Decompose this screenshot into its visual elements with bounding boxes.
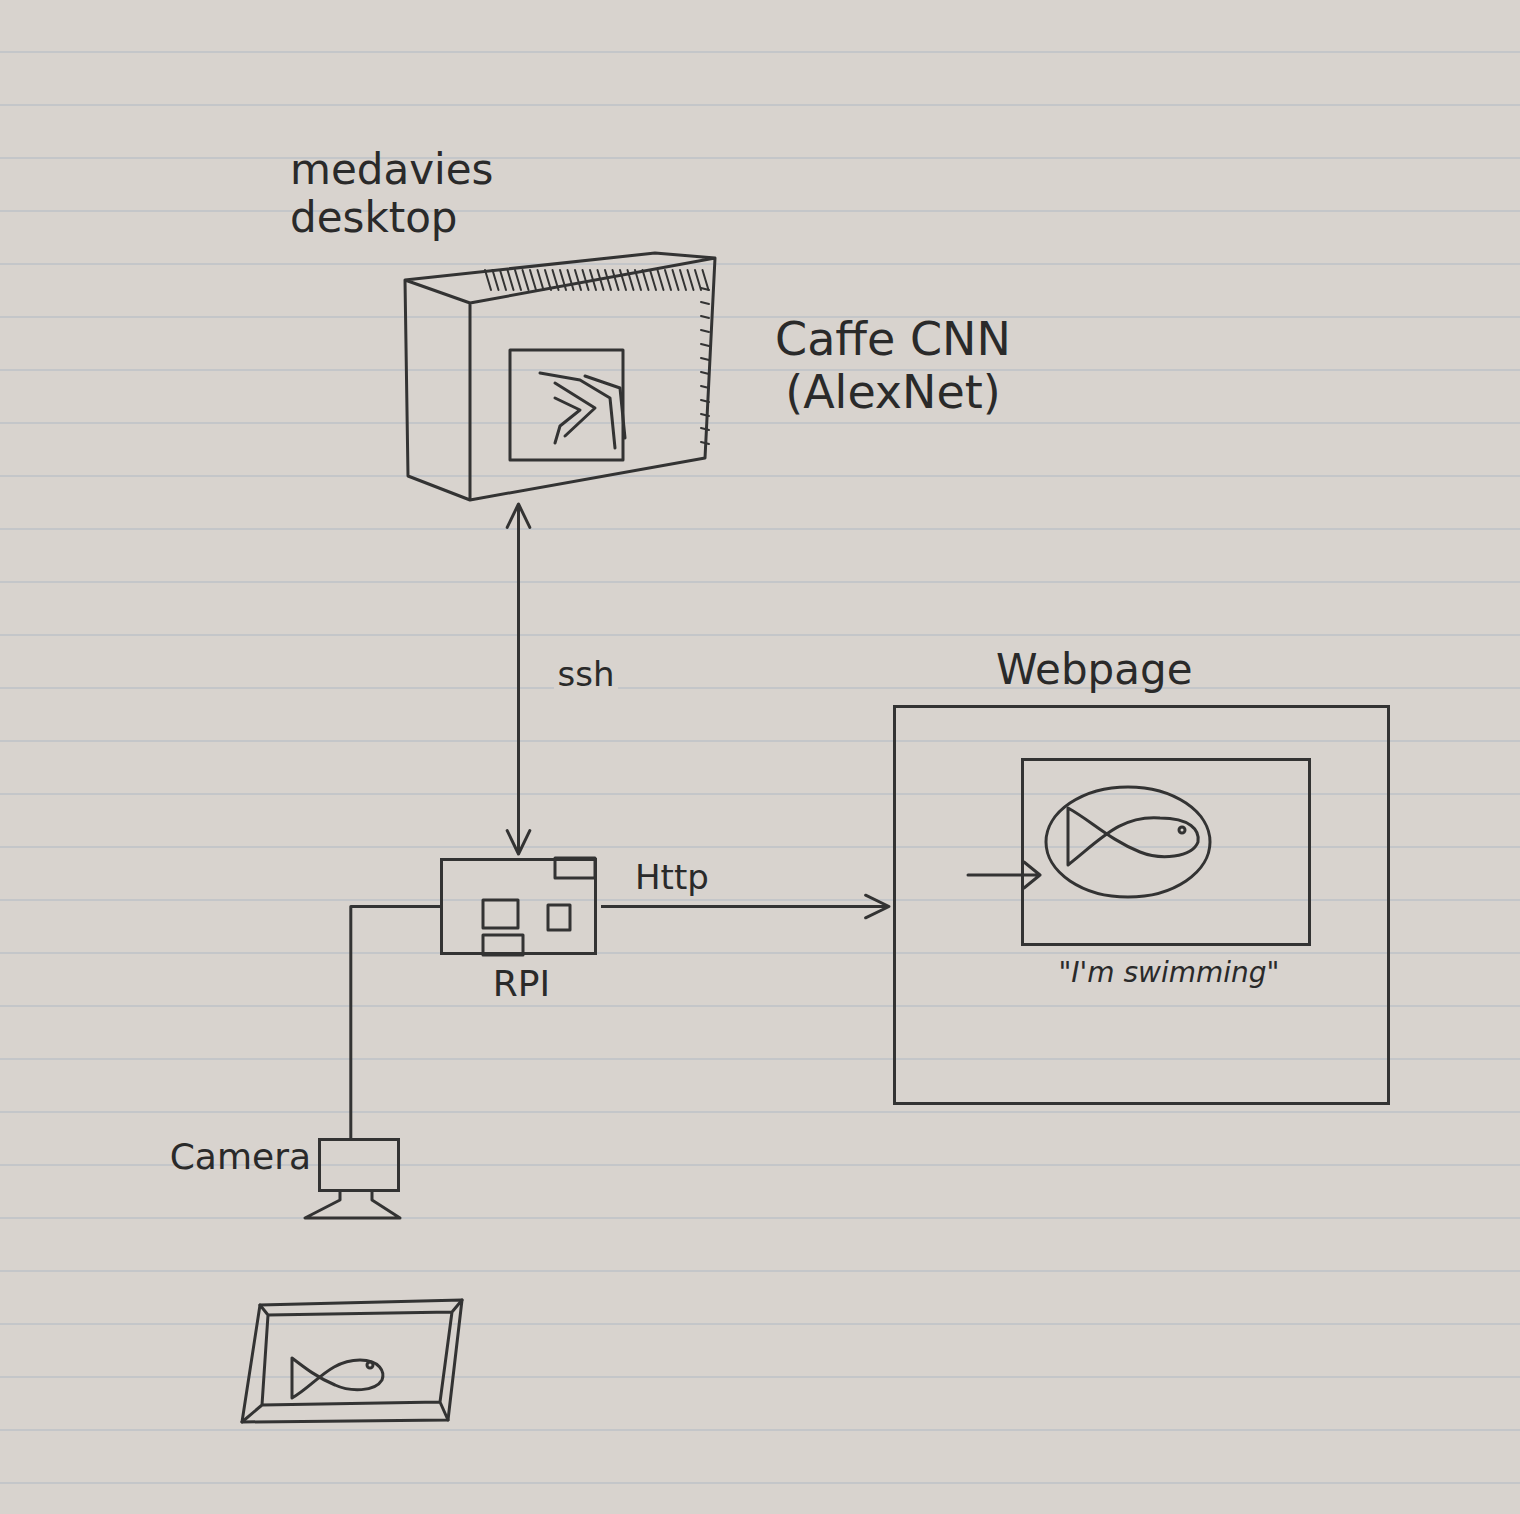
connector <box>507 504 530 854</box>
board-chip <box>483 900 518 928</box>
frame-title: Webpage <box>996 646 1316 694</box>
connector <box>351 907 440 1139</box>
edge-label: ssh <box>554 654 619 694</box>
fish-tank-inner <box>242 1300 462 1422</box>
fish-eye <box>367 1362 373 1368</box>
desktop-outline <box>405 258 718 500</box>
rpi-board: RPI <box>440 858 597 955</box>
image-caption: "I'm swimming" <box>994 957 1344 989</box>
software-label: Caffe CNN (AlexNet) <box>743 313 1043 419</box>
board-port <box>555 858 595 878</box>
board-port <box>483 935 523 955</box>
highlight-circle <box>1046 787 1210 897</box>
machine-name: medavies desktop <box>290 146 590 243</box>
camera-body: Camera <box>318 1138 400 1192</box>
pointer-arrow <box>968 862 1040 888</box>
desktop-box: medavies desktopCaffe CNN (AlexNet) <box>405 258 718 500</box>
image-frame: "I'm swimming" <box>1021 758 1311 946</box>
fish <box>1068 808 1198 865</box>
board-chip <box>548 905 570 930</box>
fish <box>292 1358 383 1398</box>
fish-tank <box>242 1300 462 1422</box>
connector <box>601 895 889 918</box>
device-name: RPI <box>443 963 600 1004</box>
fish-eye <box>1179 827 1185 833</box>
camera-stand <box>305 1192 400 1218</box>
webpage-frame: Webpage"I'm swimming" <box>893 705 1390 1105</box>
device-name: Camera <box>143 1136 311 1177</box>
edge-label: Http <box>631 857 713 897</box>
